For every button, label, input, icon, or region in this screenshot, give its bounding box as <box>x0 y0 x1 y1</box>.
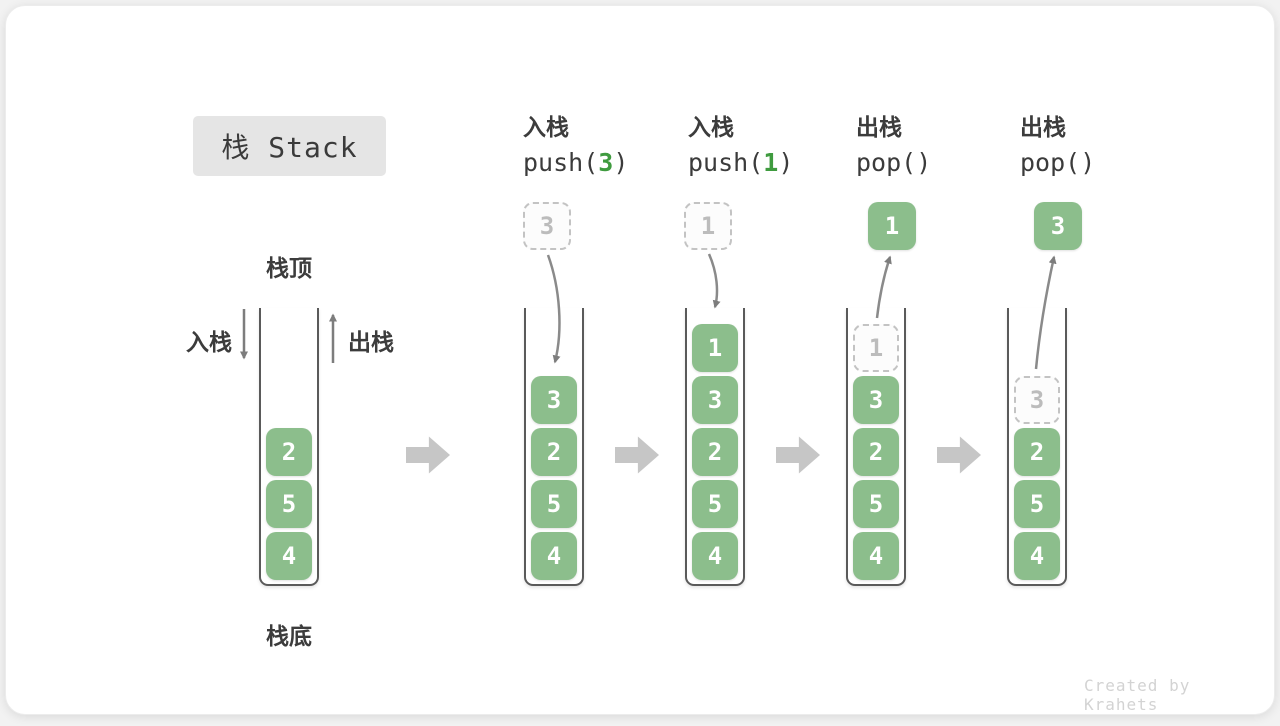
next-step-arrow-icon <box>937 436 981 474</box>
stack-cell: 2 <box>853 428 899 476</box>
push-curve-arrow-icon <box>707 253 721 309</box>
stack-cell: 4 <box>1014 532 1060 580</box>
op-label: 出栈 <box>856 114 902 140</box>
stack-cell: 2 <box>266 428 312 476</box>
diagram-canvas: 栈 Stack 栈顶 栈底 入栈 出栈 入栈 push(3) 入栈 push(1… <box>5 5 1275 715</box>
op-label: 入栈 <box>523 114 569 140</box>
stack-cell: 3 <box>1014 376 1060 424</box>
stack-cell: 5 <box>1014 480 1060 528</box>
op-header-push-3: 入栈 push(3) <box>523 110 703 181</box>
op-header-pop-2: 出栈 pop() <box>1020 110 1200 181</box>
stack-cell: 5 <box>531 480 577 528</box>
push-side-label: 入栈 <box>186 329 232 355</box>
stack-cell: 1 <box>853 324 899 372</box>
pop-side-label: 出栈 <box>348 329 394 355</box>
stack-cell: 2 <box>1014 428 1060 476</box>
op-code: pop() <box>856 148 932 177</box>
op-code: push(1) <box>688 148 794 177</box>
stack-cell: 4 <box>853 532 899 580</box>
stack-cell: 5 <box>692 480 738 528</box>
op-header-pop-1: 出栈 pop() <box>856 110 1036 181</box>
stack-cell: 3 <box>531 376 577 424</box>
stack-cell: 2 <box>692 428 738 476</box>
op-code: pop() <box>1020 148 1096 177</box>
stack-cell: 4 <box>266 532 312 580</box>
watermark: Created by Krahets <box>1084 676 1191 714</box>
op-header-push-1: 入栈 push(1) <box>688 110 868 181</box>
stack-cell: 4 <box>692 532 738 580</box>
stack-top-label: 栈顶 <box>266 255 312 281</box>
stack-cell: 5 <box>853 480 899 528</box>
floating-element-push-3: 3 <box>523 202 571 250</box>
op-label: 入栈 <box>688 114 734 140</box>
stack-cell: 3 <box>853 376 899 424</box>
stack-cell: 5 <box>266 480 312 528</box>
op-arg: 1 <box>763 148 779 177</box>
floating-element-pop-1: 1 <box>868 202 916 250</box>
diagram-title: 栈 Stack <box>193 116 386 176</box>
stack-bottom-label: 栈底 <box>266 623 312 649</box>
op-arg: 3 <box>598 148 614 177</box>
op-code: push(3) <box>523 148 629 177</box>
next-step-arrow-icon <box>615 436 659 474</box>
stack-cell: 3 <box>692 376 738 424</box>
floating-element-push-1: 1 <box>684 202 732 250</box>
op-label: 出栈 <box>1020 114 1066 140</box>
next-step-arrow-icon <box>406 436 450 474</box>
stack-cell: 1 <box>692 324 738 372</box>
next-step-arrow-icon <box>776 436 820 474</box>
floating-element-pop-3: 3 <box>1034 202 1082 250</box>
stack-cell: 2 <box>531 428 577 476</box>
stack-cell: 4 <box>531 532 577 580</box>
